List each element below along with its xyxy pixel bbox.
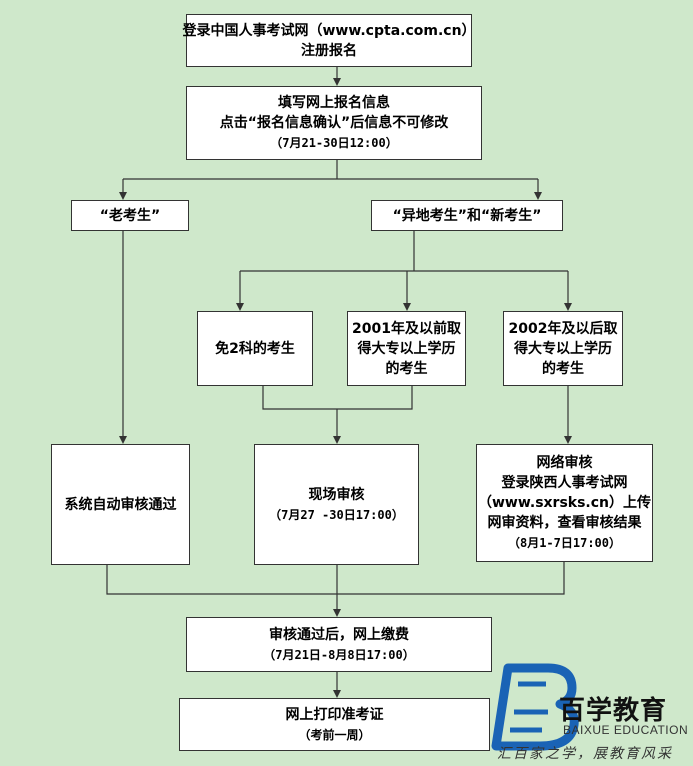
step-print-ticket-label: 网上打印准考证 xyxy=(285,706,384,723)
step-exempt-two-subjects: 免2科的考生 xyxy=(197,311,313,386)
step-online-review-line-3: （www.sxrsks.cn）上传 xyxy=(477,495,652,511)
brand-name-en: BAIXUE EDUCATION xyxy=(563,723,689,737)
step-fill-info-line-1: 填写网上报名信息 xyxy=(278,95,390,111)
connector-merge-onsite xyxy=(262,386,413,410)
step-before-2001: 2001年及以前取 得大专以上学历 的考生 xyxy=(347,311,466,386)
step-register: 登录中国人事考试网（www.cpta.com.cn） 注册报名 xyxy=(182,14,476,67)
step-online-review-line-1: 网络审核 xyxy=(536,455,593,471)
step-register-line-2: 注册报名 xyxy=(301,42,357,59)
connector-merge-payment xyxy=(106,562,565,595)
step-fill-info-line-2: 点击“报名信息确认”后信息不可修改 xyxy=(219,115,449,131)
step-fill-info: 填写网上报名信息 点击“报名信息确认”后信息不可修改 （7月21-30日12:0… xyxy=(186,86,482,160)
step-after-2002-line-3: 的考生 xyxy=(542,360,584,377)
step-print-ticket-date: （考前一周） xyxy=(298,727,371,742)
step-old-candidate: “老考生” xyxy=(71,200,189,231)
step-online-review-date: （8月1-7日17:00） xyxy=(507,536,622,550)
brand-slogan: 汇百家之学，展教育风采 xyxy=(497,746,673,762)
step-auto-review: 系统自动审核通过 xyxy=(51,444,190,565)
step-before-2001-line-3: 的考生 xyxy=(385,360,428,377)
brand-name-cn: 百学教育 xyxy=(559,696,668,726)
step-onsite-review-date: （7月27 -30日17:00） xyxy=(269,507,404,522)
step-auto-review-label: 系统自动审核通过 xyxy=(64,496,177,513)
step-online-review: 网络审核 登录陕西人事考试网 （www.sxrsks.cn）上传 网审资料，查看… xyxy=(476,444,653,562)
step-before-2001-line-2: 得大专以上学历 xyxy=(357,340,456,357)
step-after-2002-line-2: 得大专以上学历 xyxy=(514,340,612,357)
step-print-ticket: 网上打印准考证 （考前一周） xyxy=(179,698,490,751)
step-payment-label: 审核通过后，网上缴费 xyxy=(269,626,409,643)
step-before-2001-line-1: 2001年及以前取 xyxy=(352,320,461,337)
step-onsite-review: 现场审核 （7月27 -30日17:00） xyxy=(254,444,419,565)
step-other-candidate: “异地考生”和“新考生” xyxy=(371,200,563,231)
step-onsite-review-label: 现场审核 xyxy=(308,486,365,503)
step-other-candidate-label: “异地考生”和“新考生” xyxy=(392,207,542,224)
step-exempt-two-subjects-label: 免2科的考生 xyxy=(215,340,295,357)
step-after-2002: 2002年及以后取 得大专以上学历 的考生 xyxy=(503,311,623,386)
step-old-candidate-label: “老考生” xyxy=(99,207,161,224)
step-payment-date: （7月21日-8月8日17:00） xyxy=(263,647,415,662)
step-online-review-line-2: 登录陕西人事考试网 xyxy=(501,475,628,491)
step-online-review-line-4: 网审资料，查看审核结果 xyxy=(487,515,642,531)
step-fill-info-date: （7月21-30日12:00） xyxy=(270,136,398,150)
step-register-line-1: 登录中国人事考试网（www.cpta.com.cn） xyxy=(182,22,476,39)
brand-logo-icon xyxy=(491,663,579,751)
step-payment: 审核通过后，网上缴费 （7月21日-8月8日17:00） xyxy=(186,617,492,672)
step-after-2002-line-1: 2002年及以后取 xyxy=(508,320,618,337)
